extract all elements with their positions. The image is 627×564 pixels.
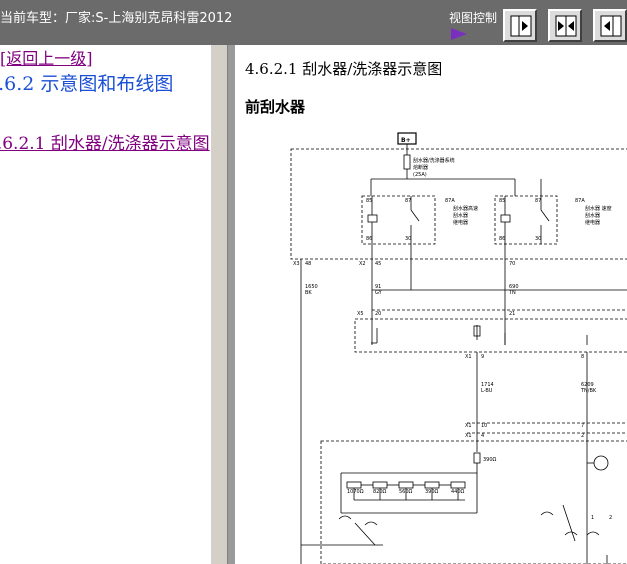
fuse-desc-label: 刮水器/洗涤器系统 bbox=[413, 157, 455, 164]
wire4-color: L-BU bbox=[481, 388, 493, 394]
view-control-label: 视图控制 bbox=[449, 11, 498, 25]
x3-pin: 48 bbox=[305, 261, 311, 267]
fuse bbox=[403, 154, 411, 170]
wiper-switch-module bbox=[354, 318, 627, 353]
bplus-label: B+ bbox=[401, 137, 411, 144]
x3-label: X3 bbox=[293, 261, 300, 267]
wire3-color: TN bbox=[508, 290, 516, 296]
relay2-label-b: 刮水器 速度 bbox=[585, 205, 612, 212]
content-subheading: 前刮水器 bbox=[245, 98, 306, 116]
split-view-button[interactable] bbox=[548, 9, 582, 42]
wire2-num: 91 bbox=[375, 284, 381, 290]
wiper-washer-schematic: B+ 刮水器/洗涤器系统 熔断器 (25A) 85 87 86 30 87A 刮… bbox=[290, 132, 627, 564]
wire1-color: BK bbox=[305, 290, 312, 296]
wiper-control-relay bbox=[494, 195, 558, 245]
pane-splitter[interactable] bbox=[210, 45, 228, 564]
x5-pin: 20 bbox=[375, 311, 381, 317]
play-arrow-icon[interactable] bbox=[450, 27, 468, 41]
x2-pin2: 70 bbox=[509, 261, 515, 267]
r2-86: 86 bbox=[499, 236, 505, 242]
x1c-pin2: 2 bbox=[581, 433, 584, 439]
x5-label: X5 bbox=[357, 311, 364, 317]
resistor-5: 440Ω bbox=[451, 489, 465, 495]
x1b-pin2: 7 bbox=[581, 423, 584, 429]
relay2-label-d: 继电器 bbox=[585, 219, 600, 226]
r2-30: 30 bbox=[535, 236, 541, 242]
resistor-2: 820Ω bbox=[373, 489, 387, 495]
section-title: 4.6.2 示意图和布线图 bbox=[0, 73, 174, 95]
show-left-pane-button[interactable] bbox=[593, 9, 627, 42]
fuse-amp-label: (25A) bbox=[413, 172, 427, 178]
x5-pin2: 21 bbox=[509, 311, 515, 317]
resistor-1: 1070Ω bbox=[347, 489, 364, 495]
x1b-label: X1 bbox=[465, 423, 472, 429]
r1-87: 87 bbox=[405, 198, 411, 204]
relay1-label-c: 刮水器 bbox=[453, 212, 468, 219]
x1c-pin: 4 bbox=[481, 433, 484, 439]
content-heading: 4.6.2.1 刮水器/洗涤器示意图 bbox=[245, 60, 443, 78]
resistor-4: 390Ω bbox=[425, 489, 439, 495]
x2-label: X2 bbox=[359, 261, 366, 267]
pin-2: 2 bbox=[609, 515, 612, 521]
wire3-num: 690 bbox=[509, 284, 519, 290]
x2-pin: 45 bbox=[375, 261, 381, 267]
relay1-label-b: 刮水器高速 bbox=[453, 205, 478, 212]
scroll-strip[interactable] bbox=[228, 45, 235, 564]
subsection-link[interactable]: 4.6.2.1 刮水器/洗涤器示意图 bbox=[0, 134, 210, 154]
wiper-motor-module bbox=[320, 440, 627, 564]
r1-86: 86 bbox=[366, 236, 372, 242]
pin-1: 1 bbox=[591, 515, 594, 521]
x1a-pin: 9 bbox=[481, 354, 484, 360]
r1-30: 30 bbox=[405, 236, 411, 242]
fuse-desc2-label: 熔断器 bbox=[413, 164, 428, 171]
back-link[interactable]: [返回上一级] bbox=[0, 49, 93, 68]
wire1-num: 1650 bbox=[305, 284, 318, 290]
resistor-3: 560Ω bbox=[399, 489, 413, 495]
relay1-label-d: 继电器 bbox=[453, 219, 468, 226]
show-right-pane-button[interactable] bbox=[503, 9, 537, 42]
relay1-label-a: 87A bbox=[445, 198, 455, 204]
wire2-color: GY bbox=[375, 290, 383, 296]
wire4-num: 1714 bbox=[481, 382, 494, 388]
relay2-label-c: 刮水器 bbox=[585, 212, 600, 219]
underhood-fuse-block bbox=[290, 148, 627, 260]
wire5-num: 6209 bbox=[581, 382, 594, 388]
x1a-pin2: 8 bbox=[581, 354, 584, 360]
content-pane: 4.6.2.1 刮水器/洗涤器示意图 前刮水器 bbox=[235, 45, 627, 564]
r2-87: 87 bbox=[535, 198, 541, 204]
x1a-label: X1 bbox=[465, 354, 472, 360]
wire5-color: TN/BK bbox=[580, 388, 597, 394]
pane-collapse-icon bbox=[600, 15, 622, 37]
split-view-icon bbox=[555, 15, 577, 37]
vehicle-model-label: 当前车型：厂家:S-上海别克昂科雷2012 bbox=[0, 11, 233, 26]
pane-splitter-edge bbox=[227, 45, 228, 564]
relay2-label-a: 87A bbox=[575, 198, 585, 204]
pane-expand-icon bbox=[510, 15, 532, 37]
r1-85: 85 bbox=[366, 198, 372, 204]
top-toolbar: 当前车型：厂家:S-上海别克昂科雷2012 视图控制 bbox=[0, 0, 627, 45]
x1c-label: X1 bbox=[465, 433, 472, 439]
resistor-total: 390Ω bbox=[483, 457, 497, 463]
navigation-pane bbox=[0, 45, 210, 564]
wiper-speed-relay bbox=[361, 195, 436, 245]
r2-85: 85 bbox=[499, 198, 505, 204]
x1b-pin: 10 bbox=[481, 423, 487, 429]
